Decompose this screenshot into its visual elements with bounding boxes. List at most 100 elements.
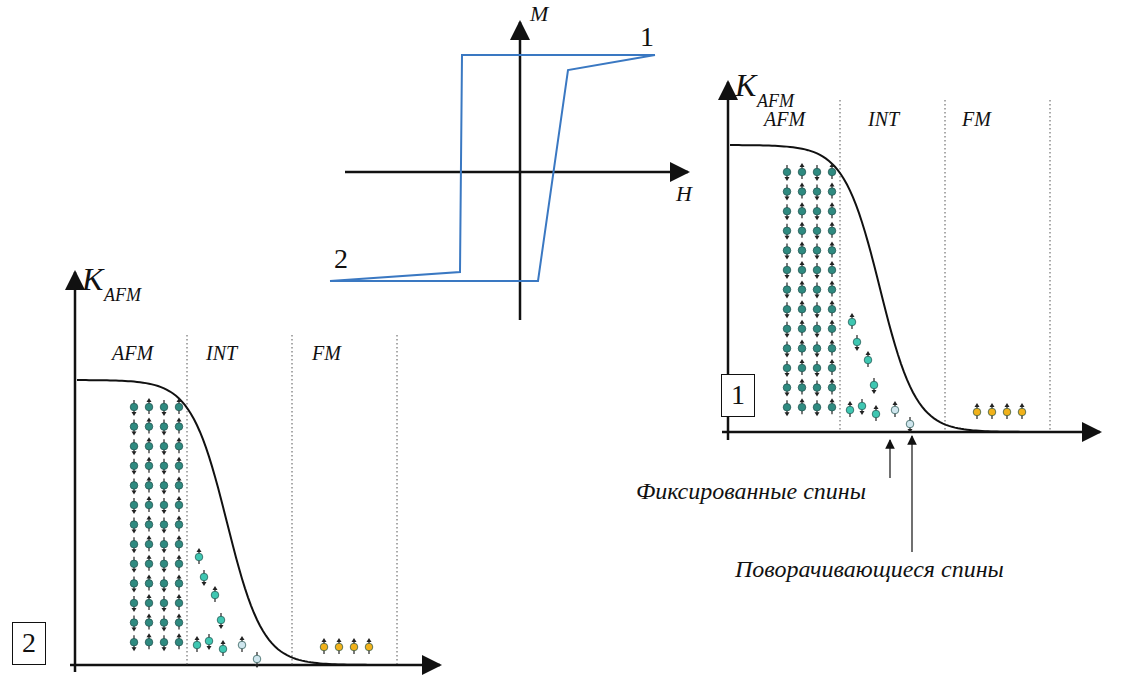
axis-label: H (676, 182, 692, 206)
spin (130, 518, 138, 534)
spin (828, 163, 836, 179)
spin (798, 183, 806, 199)
spin (175, 535, 183, 551)
spin (783, 341, 791, 357)
region-divider (945, 100, 946, 432)
spin (783, 263, 791, 279)
spin (217, 613, 225, 629)
spin (160, 400, 168, 416)
spin (783, 302, 791, 318)
spin (798, 222, 806, 238)
curve-number: 2 (334, 244, 348, 275)
spin (798, 241, 806, 257)
spin (813, 381, 821, 397)
spin (783, 204, 791, 220)
axis-label: M (530, 2, 548, 26)
spin (130, 439, 138, 455)
spin (891, 401, 899, 417)
spin (798, 320, 806, 336)
axis-label: K (82, 262, 103, 297)
curve-number: 1 (640, 22, 654, 53)
box-number: 2 (22, 628, 36, 659)
spin (848, 313, 856, 329)
spin (988, 403, 996, 419)
spin (130, 459, 138, 475)
spin (160, 478, 168, 494)
spin (145, 418, 153, 434)
spin (205, 634, 213, 650)
spin (798, 339, 806, 355)
spin (783, 165, 791, 181)
region-label: INT (206, 342, 237, 364)
spin (828, 379, 836, 395)
spin (130, 420, 138, 436)
spin (813, 204, 821, 220)
region-label: AFM (112, 342, 153, 364)
spin (175, 437, 183, 453)
spin (813, 341, 821, 357)
spin (145, 555, 153, 571)
box-number: 1 (731, 380, 745, 411)
annotation: Фиксированные спины (636, 478, 866, 504)
spin (798, 281, 806, 297)
spin (813, 283, 821, 299)
spin (813, 243, 821, 259)
spin (813, 263, 821, 279)
spin (130, 400, 138, 416)
spin (145, 476, 153, 492)
spin (130, 537, 138, 553)
spin (853, 335, 861, 351)
spin (175, 496, 183, 512)
axis-subscript: AFM (104, 286, 141, 306)
spin (828, 222, 836, 238)
spin (160, 635, 168, 651)
spin (798, 398, 806, 414)
spin (145, 516, 153, 532)
spin (828, 202, 836, 218)
axis-label: K (735, 68, 756, 103)
spin (813, 322, 821, 338)
spin (365, 638, 373, 654)
spin (813, 224, 821, 240)
spin (175, 574, 183, 590)
spin (175, 633, 183, 649)
spin (253, 652, 261, 668)
spin (145, 614, 153, 630)
spin (973, 403, 981, 419)
spin (320, 638, 328, 654)
spin (175, 398, 183, 414)
region-label: AFM (764, 108, 805, 130)
loop-branch (330, 55, 655, 281)
spin (813, 165, 821, 181)
spin (160, 537, 168, 553)
spin (813, 185, 821, 201)
spin (145, 633, 153, 649)
spin (798, 261, 806, 277)
spin (193, 636, 201, 652)
spin (130, 478, 138, 494)
panels (77, 100, 1050, 668)
spin (130, 635, 138, 651)
leader-arrow (911, 436, 912, 552)
region-divider (397, 335, 398, 665)
spin (864, 351, 872, 367)
spin (175, 457, 183, 473)
spin (1018, 403, 1026, 419)
region-divider (292, 335, 293, 665)
k-panel (77, 335, 398, 668)
spin (1003, 403, 1011, 419)
spin (798, 163, 806, 179)
spin (813, 302, 821, 318)
spin (798, 359, 806, 375)
spin (145, 594, 153, 610)
h-axis (345, 171, 688, 174)
spin (211, 586, 219, 602)
spin (783, 224, 791, 240)
spin (798, 379, 806, 395)
region-divider (1050, 100, 1051, 432)
m-axis (519, 22, 522, 320)
spin (813, 400, 821, 416)
spin (335, 638, 343, 654)
spin (160, 518, 168, 534)
